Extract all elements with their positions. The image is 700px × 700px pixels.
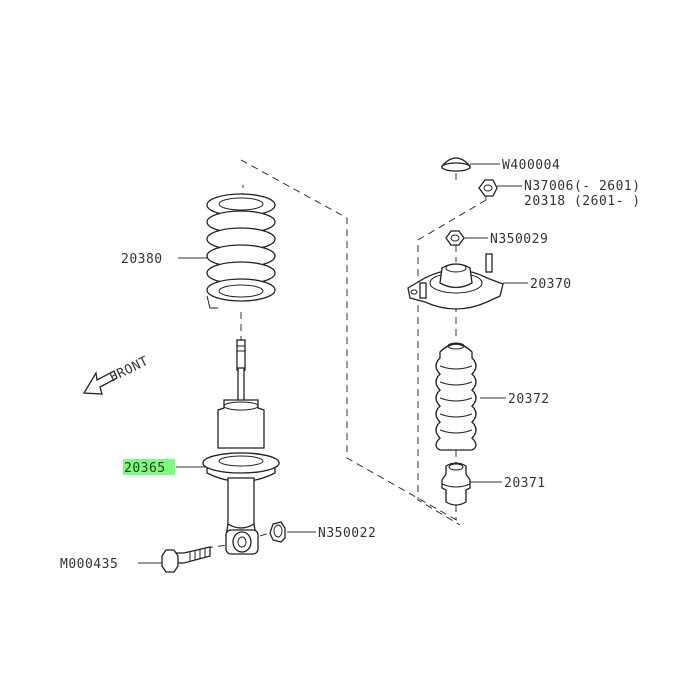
highlight-20365 <box>123 459 175 475</box>
strut-20365 <box>202 339 280 555</box>
bolt-M000435 <box>161 546 211 573</box>
label-bump-stop[interactable]: 20371 <box>504 476 546 491</box>
label-top-nut-a[interactable]: N37006(- 2601) <box>524 179 641 194</box>
label-strut[interactable]: 20365 <box>124 461 166 476</box>
label-mount-nut[interactable]: N350029 <box>490 232 548 247</box>
part-labels: FRONT 20380 20365 M000435 N350022 W40000… <box>60 158 641 572</box>
nut-N350022 <box>269 521 286 543</box>
label-cap[interactable]: W400004 <box>502 158 560 173</box>
label-mount[interactable]: 20370 <box>530 277 572 292</box>
leader-lines <box>138 163 528 564</box>
assembly-guide-lines <box>205 159 487 549</box>
bump-stop-20371 <box>441 462 471 506</box>
front-direction-arrow <box>82 370 118 395</box>
dust-boot-20372 <box>435 342 477 451</box>
label-boot[interactable]: 20372 <box>508 392 550 407</box>
label-spring[interactable]: 20380 <box>121 252 163 267</box>
label-strut-nut[interactable]: N350022 <box>318 526 376 541</box>
label-front: FRONT <box>107 354 151 386</box>
label-bolt[interactable]: M000435 <box>60 557 118 572</box>
top-nut-N37006 <box>478 179 498 197</box>
strut-mount-20370 <box>407 253 504 310</box>
nut-N350029 <box>445 230 465 246</box>
cap-W400004 <box>441 157 471 172</box>
label-top-nut-b[interactable]: 20318 (2601- ) <box>524 194 641 209</box>
coil-spring-20380 <box>206 193 276 309</box>
